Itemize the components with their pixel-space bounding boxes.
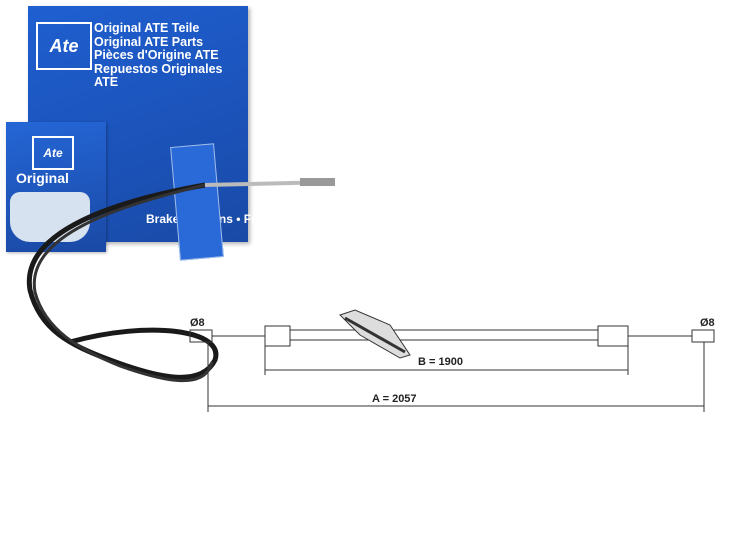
package-line: Original ATE Parts [94, 34, 204, 49]
package-line: Repuestos Originales ATE [94, 61, 223, 89]
ate-logo: Ate [32, 136, 74, 170]
dimension-b-label: B = 1900 [418, 356, 463, 368]
original-label: Original [16, 170, 69, 186]
package-line: Original ATE Teile [94, 21, 200, 35]
ate-package-small: Ate Original [6, 122, 106, 252]
dimension-a-label: A = 2057 [372, 393, 417, 405]
left-diameter-label: Ø8 [190, 317, 205, 329]
brake-pad-image [10, 192, 90, 242]
cable-photo [26, 182, 219, 380]
right-diameter-label: Ø8 [700, 317, 715, 329]
package-line: Pièces d'Origine ATE [94, 48, 219, 62]
package-text: Original ATE Teile Original ATE Parts Pi… [94, 21, 248, 90]
ate-logo: Ate [36, 22, 92, 70]
